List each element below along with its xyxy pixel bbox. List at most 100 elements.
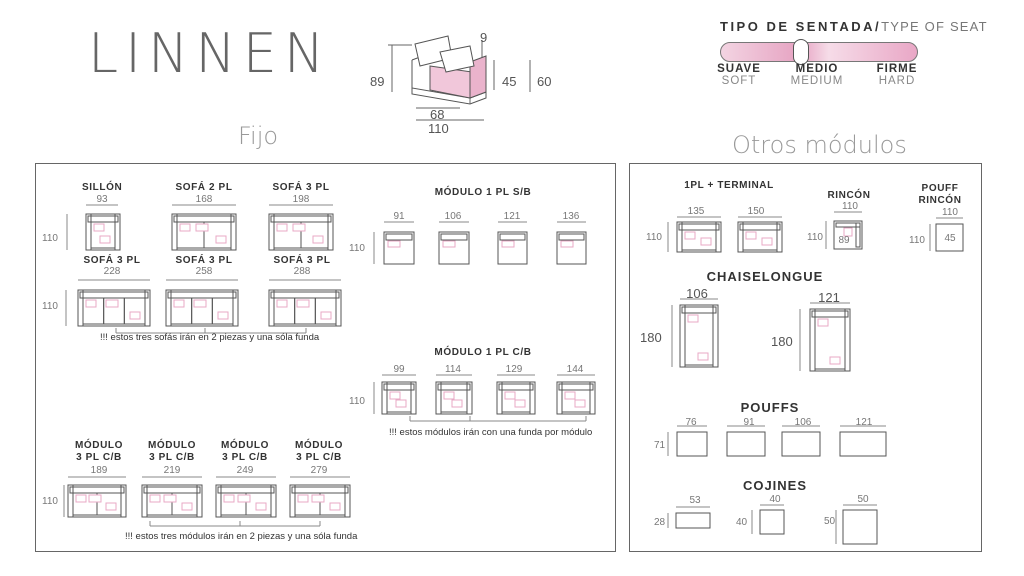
cojin-50 xyxy=(842,509,878,545)
label-pouff-rincon-l1: POUFF xyxy=(921,183,959,194)
label-sofa-3pl-228: SOFÁ 3 PL xyxy=(83,255,141,266)
seat-option-label: SUAVE xyxy=(717,63,761,75)
width-modulo-3pl: 219 xyxy=(163,465,181,476)
seat-option-soft: SUAVE SOFT xyxy=(712,63,766,87)
sofa-back xyxy=(383,383,415,391)
cushion xyxy=(829,356,841,365)
sofa-back xyxy=(681,306,717,314)
sofa-arm xyxy=(712,304,719,368)
seat-option-label: FIRME xyxy=(876,63,918,75)
label-modulo-3pl-l2: 3 PL C/B xyxy=(296,452,342,463)
label-sofa-3pl-198: SOFÁ 3 PL xyxy=(272,182,330,193)
cushion xyxy=(312,235,324,244)
sofa-seat xyxy=(96,492,122,516)
cushion xyxy=(442,240,456,248)
cushion xyxy=(75,494,87,503)
depth-pouff-rincon: 110 xyxy=(909,235,925,246)
sofa-seat xyxy=(501,389,531,413)
dim-back-height: 89 xyxy=(370,74,385,89)
dim-top: 9 xyxy=(480,30,488,45)
label-sillon: SILLÓN xyxy=(82,182,123,193)
cushion xyxy=(387,240,401,248)
width-modulo-sb: 136 xyxy=(562,211,580,222)
terminal-150 xyxy=(737,221,783,253)
cushion xyxy=(223,494,235,503)
label-pouff-rincon-l2: RINCÓN xyxy=(918,195,962,206)
sofa-back xyxy=(143,486,201,494)
seat-type-title-es: TIPO DE SENTADA/ xyxy=(720,19,882,34)
rincon xyxy=(833,220,863,250)
cushion xyxy=(181,502,193,511)
width-sofa-2pl: 168 xyxy=(195,194,213,205)
sofa-back xyxy=(558,383,594,391)
pouff xyxy=(726,431,766,457)
cushion xyxy=(745,231,757,240)
cushion xyxy=(276,299,288,308)
depth-chaise: 180 xyxy=(771,334,793,349)
sofa-back xyxy=(217,486,275,494)
width-modulo-cb: 129 xyxy=(505,364,523,375)
seat-option-sub: HARD xyxy=(878,75,916,87)
cushion xyxy=(193,299,207,308)
depth-modulo-cb: 110 xyxy=(349,396,365,407)
pouff-rincon xyxy=(935,223,964,252)
terminal-135 xyxy=(676,221,722,253)
sofa-back xyxy=(437,383,471,391)
sofa-seat xyxy=(440,389,468,413)
section-title-fijo: Fijo xyxy=(238,122,279,150)
width-terminal: 150 xyxy=(747,206,765,217)
sofa-back xyxy=(811,310,849,318)
sofa-seat xyxy=(742,229,778,251)
cushion xyxy=(761,237,773,246)
cojin-53 xyxy=(675,512,711,529)
sofa-back xyxy=(678,223,720,231)
width-cojin: 40 xyxy=(769,494,781,505)
inner-pouff-rincon: 45 xyxy=(944,233,956,244)
sofa-3pl-228 xyxy=(77,289,151,327)
cushion xyxy=(684,231,696,240)
label-pouffs: POUFFS xyxy=(740,400,800,415)
cushion xyxy=(195,223,209,232)
cushion xyxy=(173,299,185,308)
depth-modulo-sb: 110 xyxy=(349,243,365,254)
width-pouff-rincon: 110 xyxy=(942,207,958,218)
width-sofa-3pl-288: 288 xyxy=(293,266,311,277)
sofa-back xyxy=(270,291,340,299)
label-cojines: COJINES xyxy=(742,478,808,493)
cushion xyxy=(292,223,306,232)
width-sofa-3pl-258: 258 xyxy=(195,266,213,277)
cushion xyxy=(329,502,341,511)
sofa-arm xyxy=(809,308,816,372)
pouff xyxy=(676,431,708,457)
width-pouff: 121 xyxy=(855,417,873,428)
depth-terminal: 110 xyxy=(646,232,662,243)
modulo-back xyxy=(499,233,526,241)
cushion xyxy=(237,494,251,503)
cushion xyxy=(514,399,526,408)
sofa-seat xyxy=(123,297,146,325)
label-modulo-3pl-l1: MÓDULO xyxy=(147,440,197,451)
width-pouff: 91 xyxy=(743,417,755,428)
depth-chaise: 180 xyxy=(640,330,662,345)
note-modulos-cb: !!! estos módulos irán con una funda por… xyxy=(389,427,593,438)
width-modulo-sb: 106 xyxy=(444,211,462,222)
width-rincon: 110 xyxy=(842,201,858,212)
seat-option-sub: SOFT xyxy=(721,75,757,87)
cushion xyxy=(817,318,829,327)
label-modulo-cb: MÓDULO 1 PL C/B xyxy=(434,347,532,358)
modulo-sb xyxy=(383,231,415,265)
sofa-back xyxy=(291,486,349,494)
label-sofa-3pl-258: SOFÁ 3 PL xyxy=(175,255,233,266)
label-modulo-sb: MÓDULO 1 PL S/B xyxy=(434,187,532,198)
label-modulo-3pl-l1: MÓDULO xyxy=(294,440,344,451)
depth-pouffs: 71 xyxy=(654,440,666,451)
sofa-seat xyxy=(561,389,591,413)
sofa-seat xyxy=(245,492,272,516)
modulo-cb xyxy=(556,381,596,415)
width-pouff: 76 xyxy=(685,417,697,428)
note-sofas: !!! estos tres sofás irán en 2 piezas y … xyxy=(100,332,320,343)
sofa-back xyxy=(69,486,125,494)
height-cojin: 50 xyxy=(824,516,836,527)
cushion xyxy=(501,240,515,248)
